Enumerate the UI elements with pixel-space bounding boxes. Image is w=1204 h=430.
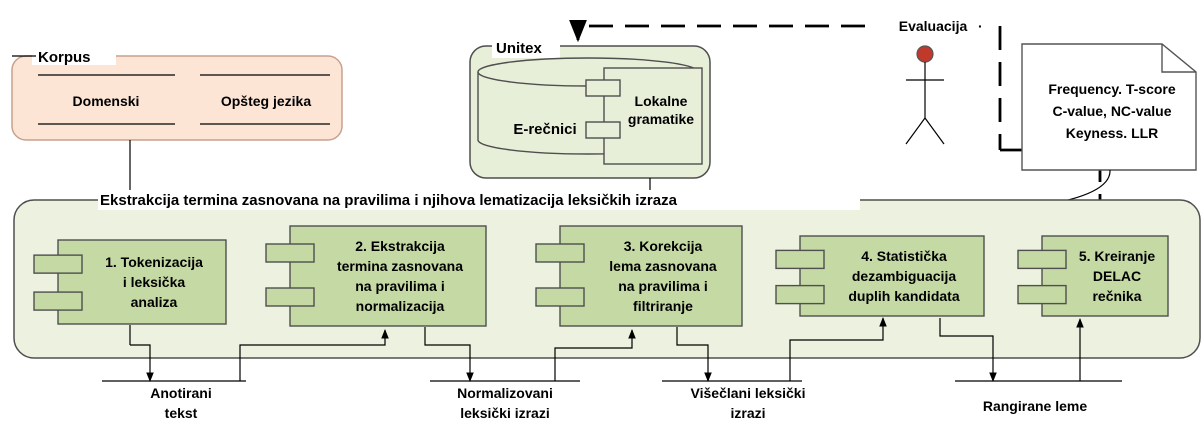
- unitex-group: Unitex E-rečnici Lokalne gramatike: [469, 40, 711, 179]
- component-port: [33, 291, 83, 311]
- document-note-icon: Frequency. T-score C-value, NC-value Key…: [1021, 43, 1197, 171]
- pipeline-title: Ekstrakcija termina zasnovana na pravili…: [100, 192, 678, 209]
- step-disambiguation: 4. Statistička dezambiguacija duplih kandi…: [775, 235, 985, 317]
- step-disambiguation-label-line1: 4. Statistička: [861, 248, 947, 264]
- step-lemma-correction-label-line1: 3. Korekcija: [624, 238, 703, 254]
- step-lemma-correction-label-line3: na pravilima i: [618, 278, 707, 294]
- dictionary-label: E-rečnici: [513, 121, 576, 138]
- step-delac-creation-label-line1: 5. Kreiranje: [1079, 248, 1155, 264]
- pipeline-steps: 1. Tokenizacija i leksička analiza 2. Ekstr…: [33, 225, 1169, 327]
- step-extraction-label-line4: normalizacija: [356, 298, 445, 314]
- step-tokenization-label-line1: 1. Tokenizacija: [105, 254, 203, 270]
- component-port: [535, 287, 585, 307]
- step-lemma-correction-label-line2: lema zasnovana: [609, 258, 717, 274]
- step-disambiguation-label-line3: duplih kandidata: [848, 288, 959, 304]
- output-annotated-line1: Anotirani: [150, 385, 211, 401]
- output-ranked-lemmas: Rangirane leme: [983, 398, 1087, 414]
- step-extraction-label-line1: 2. Ekstrakcija: [355, 238, 445, 254]
- component-port: [775, 284, 825, 305]
- measure-line-3: Keyness. LLR: [1066, 125, 1159, 141]
- component-port: [775, 249, 825, 270]
- corpus-title: Korpus: [38, 49, 91, 66]
- measure-line-2: C-value, NC-value: [1052, 103, 1171, 119]
- output-connectors: [102, 317, 1122, 382]
- svg-text:·: ·: [978, 18, 983, 34]
- step-lemma-correction-label-line4: filtriranje: [633, 298, 693, 314]
- step-extraction-label-line3: na pravilima i: [355, 278, 444, 294]
- output-normalized-line1: Normalizovani: [457, 385, 553, 401]
- step-tokenization-label-line3: analiza: [131, 294, 178, 310]
- component-port: [1017, 249, 1067, 270]
- step-disambiguation-label-line2: dezambiguacija: [852, 268, 956, 284]
- step-delac-creation-label-line3: rečnika: [1092, 288, 1141, 304]
- step-extraction: 2. Ekstrakcija termina zasnovana na pravil…: [265, 225, 487, 327]
- component-port: [33, 254, 83, 274]
- corpus-item-domain: Domenski: [73, 93, 140, 109]
- step-lemma-correction: 3. Korekcija lema zasnovana na pravilima i…: [535, 225, 743, 327]
- measure-line-1: Frequency. T-score: [1048, 81, 1176, 97]
- step-tokenization: 1. Tokenizacija i leksička analiza: [33, 239, 227, 325]
- corpus-item-general: Opšteg jezika: [221, 93, 311, 109]
- step-tokenization-label-line2: i leksička: [123, 274, 185, 290]
- evaluation-label: Evaluacija: [899, 18, 968, 34]
- step-delac-creation-label-line2: DELAC: [1093, 268, 1141, 284]
- component-port: [265, 243, 315, 263]
- component-port: [1017, 284, 1067, 305]
- output-annotated-line2: tekst: [165, 405, 198, 421]
- output-multiword-line2: izrazi: [730, 405, 765, 421]
- component-port: [535, 243, 585, 263]
- output-normalized-line2: leksički izrazi: [460, 405, 550, 421]
- stick-figure-actor-icon: [905, 45, 945, 145]
- unitex-title: Unitex: [496, 40, 543, 57]
- output-multiword-line1: Višečlani leksički: [691, 385, 806, 401]
- corpus-group: Domenski Opšteg jezika Korpus: [11, 47, 343, 141]
- step-extraction-label-line2: termina zasnovana: [337, 258, 463, 274]
- grammar-label-line1: Lokalne: [635, 93, 688, 109]
- grammar-label-line2: gramatike: [628, 111, 694, 127]
- component-port: [265, 287, 315, 307]
